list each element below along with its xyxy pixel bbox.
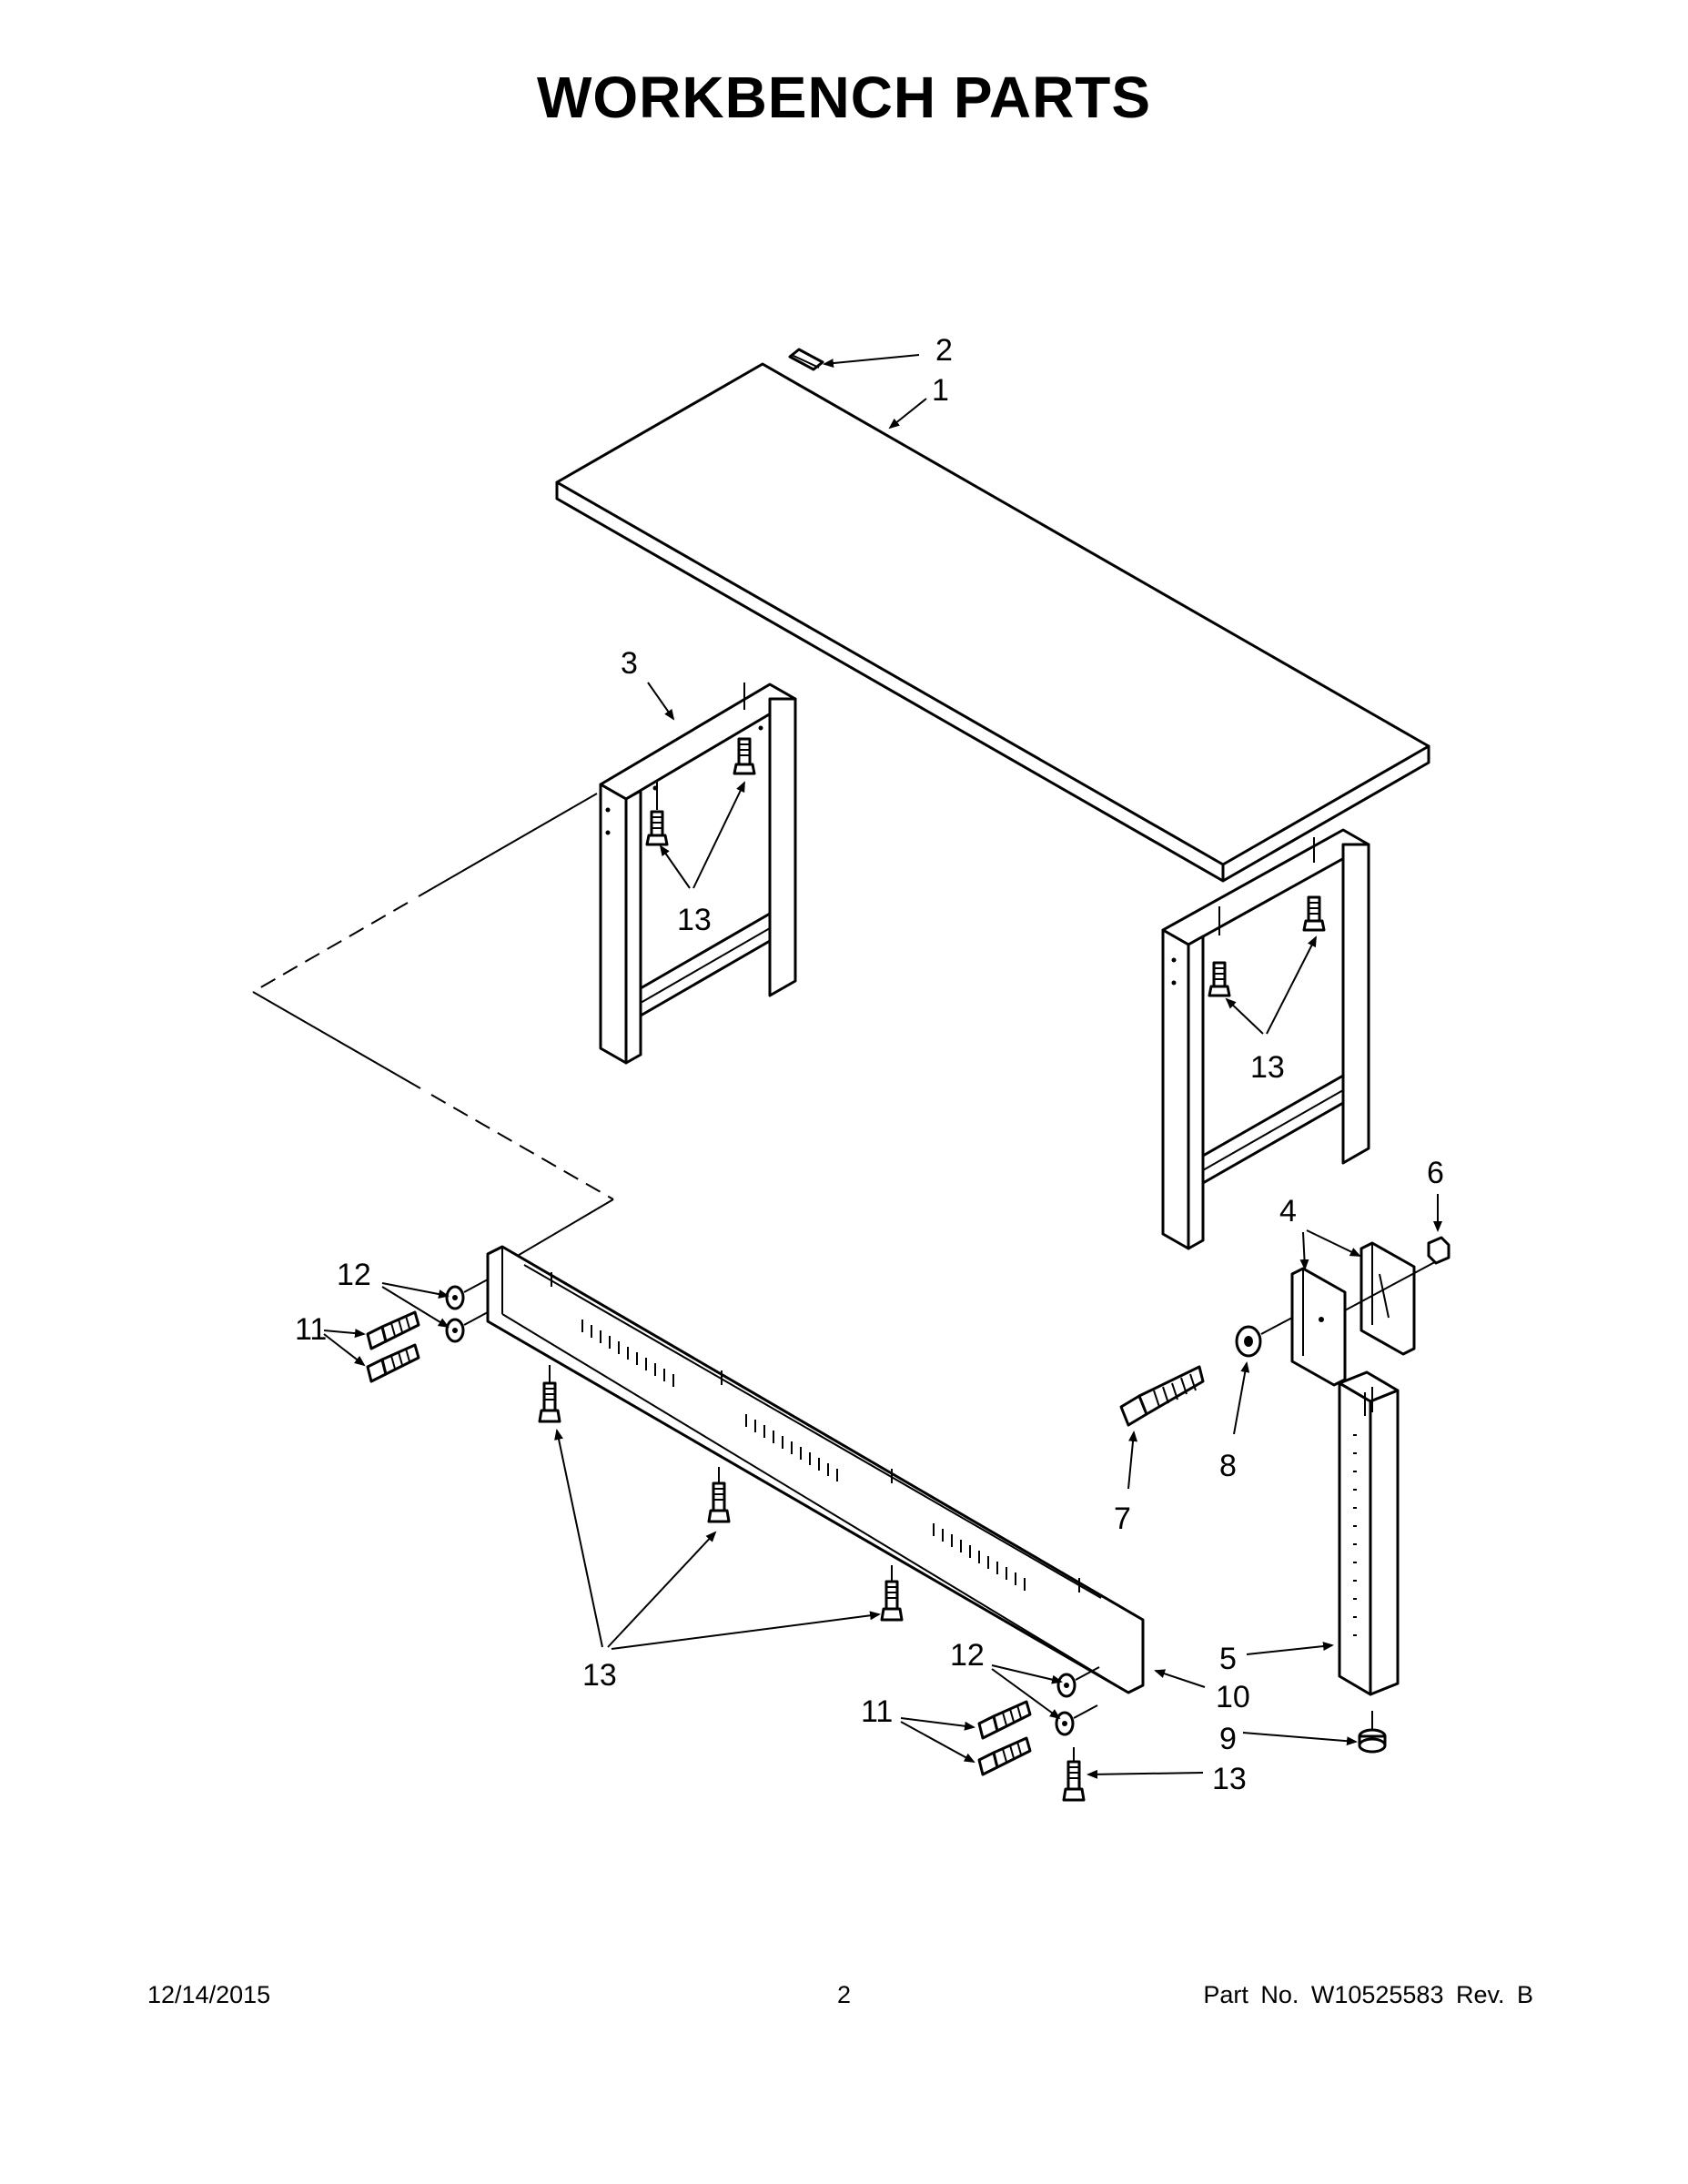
callout-12-left: 12 bbox=[337, 1258, 371, 1292]
callout-3: 3 bbox=[621, 646, 638, 681]
leveler-foot-9 bbox=[1358, 1711, 1387, 1754]
callout-8: 8 bbox=[1219, 1449, 1237, 1483]
washer-12-left-b bbox=[445, 1311, 489, 1343]
callout-10: 10 bbox=[1216, 1680, 1250, 1714]
bracket-axis-line bbox=[1344, 1257, 1444, 1311]
footer-page-number: 2 bbox=[836, 1981, 852, 2008]
callout-13-bottom-right: 13 bbox=[1212, 1762, 1247, 1796]
screw-13-rail-a bbox=[538, 1365, 561, 1423]
leg-post-5 bbox=[1338, 1370, 1400, 1696]
callout-2: 2 bbox=[935, 333, 953, 368]
callout-11-left: 11 bbox=[295, 1312, 327, 1347]
callout-13-rail: 13 bbox=[582, 1658, 617, 1693]
callout-9: 9 bbox=[1219, 1722, 1237, 1756]
callout-12-right: 12 bbox=[950, 1638, 985, 1673]
callout-5: 5 bbox=[1219, 1642, 1237, 1676]
screw-13-rail-d bbox=[1062, 1747, 1086, 1802]
page-title: WORKBENCH PARTS bbox=[536, 65, 1152, 130]
clip-6 bbox=[1427, 1236, 1450, 1265]
screw-13-right-frame-b bbox=[1302, 837, 1326, 932]
callout-7: 7 bbox=[1114, 1502, 1131, 1536]
callout-6: 6 bbox=[1427, 1156, 1444, 1190]
leg-frame-right bbox=[1161, 828, 1370, 1250]
top-label bbox=[788, 348, 824, 371]
assembly-guide-line bbox=[252, 793, 614, 1264]
footer-date: 12/14/2015 bbox=[147, 1981, 271, 2008]
washer-8 bbox=[1235, 1317, 1293, 1358]
leader-lines bbox=[323, 354, 1442, 1779]
back-rail bbox=[486, 1245, 1145, 1694]
bolt-11-left-a bbox=[366, 1310, 420, 1350]
callout-4: 4 bbox=[1279, 1194, 1297, 1228]
bolt-11-right-a bbox=[977, 1700, 1032, 1740]
bolt-11-right-b bbox=[977, 1736, 1032, 1776]
bolt-11-left-b bbox=[366, 1343, 420, 1383]
washer-12-right-b bbox=[1055, 1704, 1098, 1736]
screw-13-right-frame-a bbox=[1208, 906, 1231, 997]
callout-13-left-frame: 13 bbox=[677, 903, 712, 937]
leg-frame-left bbox=[599, 682, 797, 1065]
footer-part-number: Part No. W10525583 Rev. B bbox=[1203, 1981, 1533, 2008]
callout-13-right-frame: 13 bbox=[1250, 1050, 1285, 1085]
bracket-4-rear bbox=[1359, 1241, 1416, 1356]
callout-labels: 2 1 3 13 13 6 4 8 7 5 10 9 13 12 11 12 1… bbox=[295, 333, 1444, 1796]
bracket-4-front bbox=[1290, 1267, 1347, 1387]
screw-13-rail-b bbox=[707, 1467, 731, 1523]
workbench-top bbox=[555, 362, 1430, 883]
screw-13-left-frame-b bbox=[733, 682, 756, 775]
screw-13-left-frame-a bbox=[645, 781, 669, 846]
bolt-7 bbox=[1119, 1365, 1205, 1427]
callout-11-right: 11 bbox=[861, 1694, 893, 1729]
screw-13-rail-c bbox=[880, 1565, 904, 1622]
washer-12-left-a bbox=[445, 1279, 489, 1310]
callout-1: 1 bbox=[932, 373, 949, 408]
